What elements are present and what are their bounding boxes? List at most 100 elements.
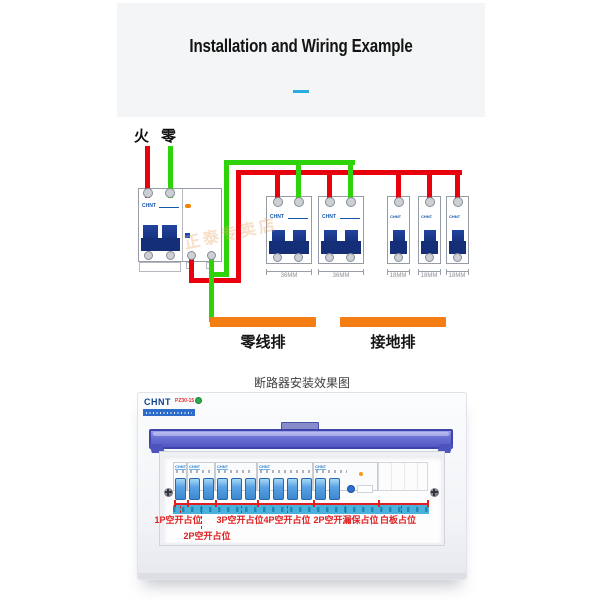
brand-label: CHNT [142, 203, 156, 209]
annotation-leader [401, 506, 402, 513]
terminal [425, 253, 434, 262]
terminal [345, 197, 356, 207]
ground-busbar [340, 317, 446, 327]
neutral-wire-label: 零 [161, 128, 177, 145]
breaker-toggle [203, 478, 214, 500]
box-bottom-edge [138, 573, 466, 579]
breaker-toggle [231, 478, 242, 500]
slot-label-4p: 4P空开占位 [263, 515, 311, 525]
rcd-indicator [185, 204, 191, 208]
terminal [453, 253, 462, 262]
width-dimension [266, 269, 312, 275]
title-underline [293, 90, 309, 93]
width-label: 36MM [332, 273, 350, 279]
module-divider [182, 189, 183, 261]
width-label: 36MM [280, 273, 298, 279]
breaker-toggle [259, 478, 270, 500]
width-dimension [446, 269, 469, 275]
blank-plates [378, 462, 428, 491]
width-dimension [318, 269, 364, 275]
neutral-wire [348, 165, 353, 199]
brand-label: CHNT [421, 214, 433, 219]
terminal [143, 251, 153, 260]
brand-label: CHNT [390, 214, 402, 219]
branch-breaker-2p: CHNT [318, 196, 364, 264]
live-wire [427, 175, 432, 199]
bracket-tick [215, 500, 217, 507]
live-wire [188, 256, 194, 283]
terminal [346, 253, 355, 262]
annotation-leader [287, 506, 288, 513]
screw-icon [163, 487, 173, 497]
spec-marks [316, 470, 347, 473]
breaker-1p: CHNT [173, 462, 187, 500]
slot-label-1p: 1P空开占位 [154, 515, 202, 525]
breaker-toggle [315, 478, 326, 500]
toggle-tab [143, 225, 158, 240]
branch-breaker-1p: CHNT [446, 196, 469, 264]
live-wire [235, 170, 241, 283]
spec-marks [260, 470, 310, 473]
terminal [452, 197, 463, 207]
toggle-bar [269, 241, 309, 254]
brand-label: CHNT [315, 463, 327, 470]
annotation-bracket [174, 503, 428, 505]
terminal [273, 253, 282, 262]
terminal [324, 197, 335, 207]
brand-label: CHNT [259, 463, 271, 470]
live-wire [455, 175, 460, 199]
width-label: 18MM [389, 273, 407, 279]
box-brand-logo: CHNT [144, 397, 171, 407]
brand-label: CHNT [449, 214, 461, 219]
bracket-tick [187, 500, 189, 507]
live-wire [145, 146, 150, 198]
breaker-toggle [189, 478, 200, 500]
slot-label-3p: 3P空开占位 [216, 515, 264, 525]
rcd-label-plate [357, 485, 373, 493]
box-model-label: PZ30-15 [175, 398, 195, 404]
terminal [325, 253, 334, 262]
breaker-toggle [175, 478, 186, 500]
bracket-tick [427, 500, 429, 507]
neutral-bus-wire [224, 160, 355, 165]
breaker-2p-rcd: CHNT [313, 462, 378, 500]
terminal [394, 253, 403, 262]
toggle-bar [390, 241, 407, 254]
terminal [165, 188, 175, 198]
quality-badge-icon [195, 397, 202, 404]
terminal [272, 197, 283, 207]
bracket-tick [378, 500, 380, 507]
spec-marks [190, 470, 212, 473]
breaker-toggle [301, 478, 312, 500]
breaker-4p: CHNT [257, 462, 313, 500]
spec-marks [218, 470, 254, 473]
bracket-tick [313, 500, 315, 507]
slot-label-rcd: 2P空开漏保占位 [313, 515, 379, 525]
toggle-tab [324, 230, 337, 243]
terminal [186, 251, 196, 260]
bracket-tick [257, 500, 259, 507]
live-wire [188, 278, 241, 283]
toggle-tab [452, 230, 464, 243]
annotation-leader [201, 506, 202, 529]
width-label: 18MM [420, 273, 438, 279]
slot-label-2p: 2P空开占位 [183, 531, 231, 541]
neutral-wire [168, 146, 173, 198]
terminal [293, 197, 304, 207]
terminal [393, 197, 404, 207]
brand-label: CHNT [189, 463, 201, 470]
main-breaker: CHNT [138, 188, 222, 262]
neutral-wire [224, 160, 229, 277]
branch-breaker-1p: CHNT [418, 196, 441, 264]
breaker-3p: CHNT [215, 462, 257, 500]
live-wire [396, 175, 401, 199]
brand-underline [159, 207, 179, 208]
breaker-toggle [329, 478, 340, 500]
photo-caption: 断路器安装效果图 [253, 376, 350, 390]
terminal [294, 253, 303, 262]
rcd-test-button [347, 485, 355, 493]
toggle-bar [421, 241, 438, 254]
screw-icon [429, 487, 439, 497]
neutral-wire [208, 272, 229, 277]
